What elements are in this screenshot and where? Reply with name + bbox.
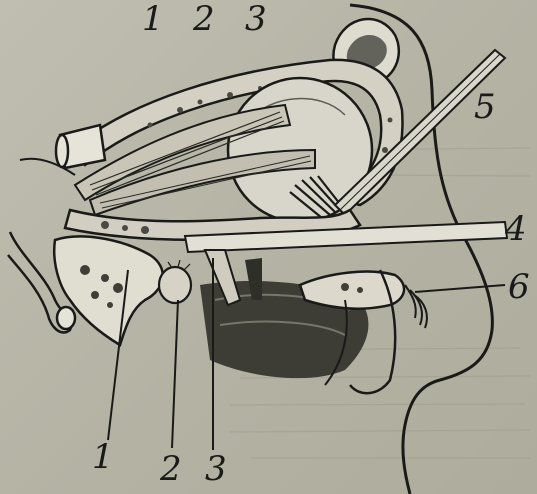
nerve-stump	[56, 125, 105, 168]
label-bottom-3: 3	[205, 452, 227, 486]
label-right-6: 6	[508, 270, 530, 304]
label-top-1: 1	[142, 2, 164, 36]
label-top-2: 2	[193, 2, 215, 36]
label-right-5: 5	[474, 90, 496, 124]
label-right-4: 4	[505, 212, 527, 246]
lacrimal-sac	[159, 267, 191, 303]
label-bottom-2: 2	[160, 452, 182, 486]
label-bottom-1: 1	[92, 440, 114, 474]
label-top-3: 3	[245, 2, 267, 36]
